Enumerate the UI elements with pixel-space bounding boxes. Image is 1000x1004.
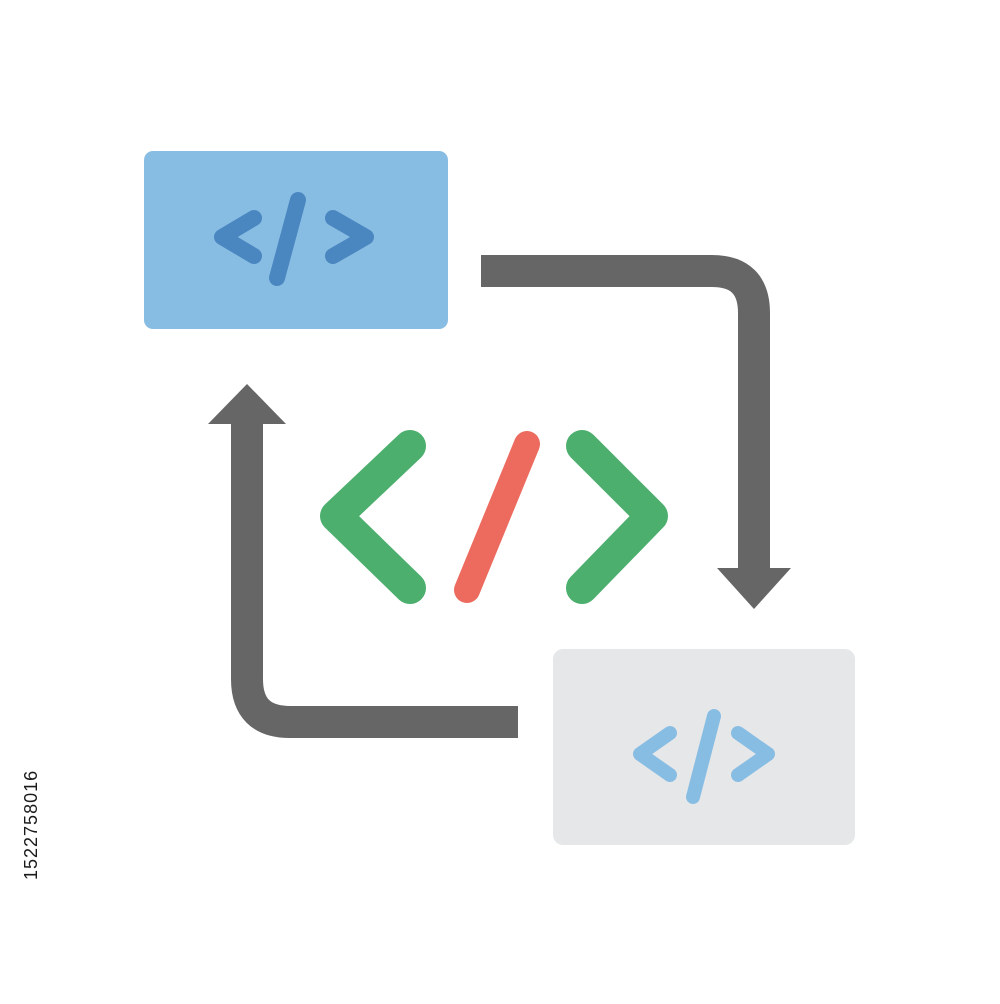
cycle-arrow-up-icon — [208, 384, 518, 738]
bottom-window-left-chevron — [633, 726, 677, 782]
bottom-code-window — [553, 649, 855, 845]
top-window-panel — [144, 151, 448, 329]
arrow-down-head — [717, 568, 791, 609]
stock-image-id: 1522758016 — [21, 769, 41, 880]
arrow-up-shaft — [231, 420, 518, 738]
top-window-slash — [269, 192, 306, 286]
center-right-chevron — [566, 430, 668, 604]
bottom-window-slash — [686, 709, 721, 804]
arrow-up-head — [208, 384, 286, 424]
center-left-chevron — [320, 430, 426, 604]
center-slash — [454, 431, 540, 603]
cycle-arrow-down-icon — [481, 255, 791, 609]
top-window-left-chevron — [214, 210, 262, 264]
bottom-window-right-chevron — [731, 726, 775, 782]
top-code-window — [144, 151, 448, 329]
top-window-right-chevron — [325, 210, 374, 264]
center-code-icon — [320, 430, 668, 604]
arrow-down-shaft — [481, 255, 770, 570]
bottom-window-code-icon — [633, 709, 775, 804]
top-window-code-icon — [214, 192, 374, 286]
